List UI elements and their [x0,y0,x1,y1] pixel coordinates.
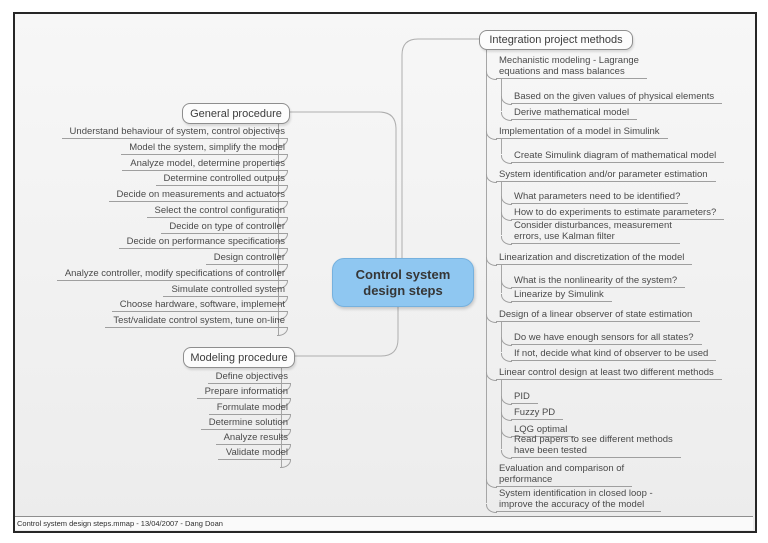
topic[interactable]: Based on the given values of physical el… [500,89,723,105]
topic[interactable]: Validate model [217,445,292,468]
topic[interactable]: Test/validate control system, tune on-li… [105,313,288,336]
topic[interactable]: Derive mathematical model [500,105,638,121]
topic[interactable]: Evaluation and comparison of performance [485,461,633,488]
topic-line: errors, use Kalman filter [514,231,615,242]
integration-methods-node[interactable]: Integration project methods [479,30,633,50]
topic[interactable]: Do we have enough sensors for all states… [501,330,702,346]
topic[interactable]: System identification and/or parameter e… [486,167,716,183]
integration-methods-title: Integration project methods [489,34,623,46]
topic[interactable]: Simulate controlled system [163,282,288,305]
integration-branch-line [486,48,487,503]
topic[interactable]: Formulate model [208,400,292,423]
topic[interactable]: Implementation of a model in Simulink [486,124,668,140]
topic-line: Consider disturbances, measurement [514,220,672,231]
topic[interactable]: System identification in closed loop - i… [486,486,661,513]
topic[interactable]: What parameters need to be identified? [500,189,689,205]
status-bar: Control system design steps.mmap - 13/04… [15,516,753,530]
topic[interactable]: Consider disturbances, measurement error… [501,218,680,245]
topic[interactable]: If not, decide what kind of observer to … [500,346,717,362]
topic-line: equations and mass balances [499,66,625,77]
topic[interactable]: Model the system, simplify the model [121,140,288,163]
topic[interactable]: Read papers to see different methods hav… [501,432,681,459]
topic-line: System identification in closed loop - [499,488,653,499]
topic[interactable]: Prepare information [196,384,292,407]
topic-line: Mechanistic modeling - Lagrange [499,55,639,66]
topic[interactable]: Select the control configuration [146,203,289,226]
topic-line: Read papers to see different methods [514,434,673,445]
topic[interactable]: Linearization and discretization of the … [485,250,693,266]
modeling-procedure-node[interactable]: Modeling procedure [183,347,295,368]
modeling-procedure-title: Modeling procedure [190,351,288,364]
topic-line: have been tested [514,445,587,456]
topic-line: improve the accuracy of the model [499,499,645,510]
sub-branch-line [501,138,502,154]
topic[interactable]: Determine solution [200,415,292,438]
topic[interactable]: Decide on type of controller [161,219,288,242]
sub-branch-line [501,264,502,293]
sub-branch-line [501,78,502,111]
topic[interactable]: What is the nonlinearity of the system? [500,273,686,289]
topic[interactable]: Mechanistic modeling - Lagrange equation… [486,53,647,80]
topic[interactable]: Decide on measurements and actuators [108,187,289,210]
topic[interactable]: Define objectives [207,369,292,392]
central-topic-line2: design steps [363,282,443,298]
topic-line: Evaluation and comparison of [499,463,625,474]
topic[interactable]: Analyze results [215,430,292,453]
topic[interactable]: Design of a linear observer of state est… [485,307,701,323]
general-procedure-node[interactable]: General procedure [182,103,290,124]
topic[interactable]: Decide on performance specifications [118,234,289,257]
general-branch-line [278,122,279,335]
topic[interactable]: Linearize by Simulink [501,287,612,303]
topic[interactable]: Understand behaviour of system, control … [61,124,289,147]
general-procedure-title: General procedure [190,107,282,120]
topic[interactable]: Create Simulink diagram of mathematical … [500,148,725,164]
central-topic-line1: Control system [355,266,451,282]
topic[interactable]: Choose hardware, software, implement [111,297,289,320]
topic[interactable]: PID [501,389,538,405]
central-topic-node[interactable]: Control system design steps [332,258,474,307]
topic-line: performance [499,474,553,485]
topic[interactable]: Analyze model, determine properties [122,156,288,179]
topic[interactable]: Fuzzy PD [500,405,564,421]
topic[interactable]: Determine controlled outputs [155,171,289,194]
topic[interactable]: Design controller [205,250,289,273]
file-info: Control system design steps.mmap - 13/04… [17,519,223,528]
topic[interactable]: Analyze controller, modify specification… [56,266,289,289]
sub-branch-line [501,181,502,235]
topic[interactable]: Linear control design at least two diffe… [486,365,722,381]
